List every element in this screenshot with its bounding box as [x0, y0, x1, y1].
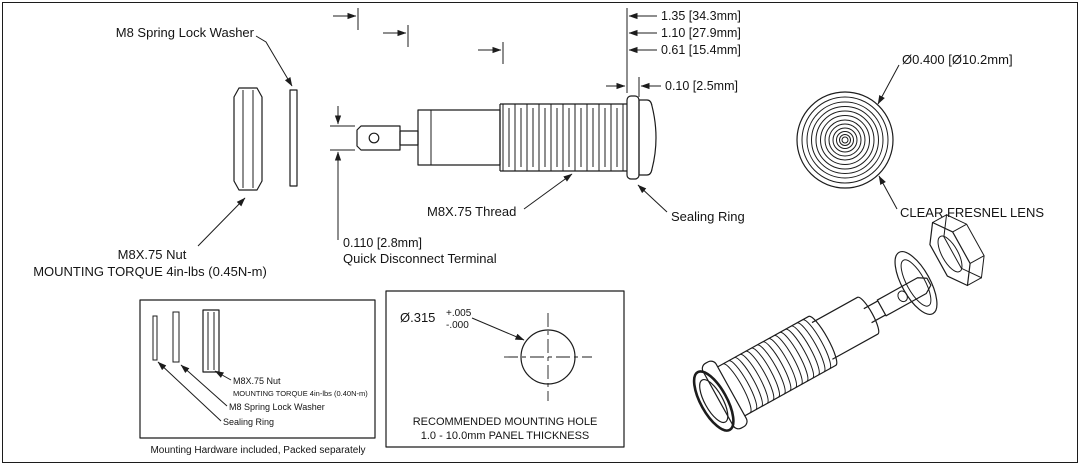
- lens-head-dome: [638, 99, 657, 176]
- indicator-body: [417, 109, 501, 166]
- washer-leader-line: [255, 35, 293, 87]
- lens-ring: [806, 101, 884, 179]
- hex-nut-facets: [242, 90, 254, 188]
- isometric-nut: [929, 214, 985, 287]
- nut-leader-line: [197, 197, 246, 247]
- lens-ring: [832, 127, 858, 153]
- lens-diameter-leader: [877, 64, 900, 105]
- terminal-hole: [368, 132, 380, 144]
- iso-neck: [863, 300, 886, 324]
- dim-thread-text: 0.61 [15.4mm]: [661, 43, 741, 57]
- sealing-ring: [626, 95, 640, 180]
- extension-lines: [357, 8, 640, 97]
- inset-torque-label: MOUNTING TORQUE 4in-lbs (0.40N-m): [233, 389, 368, 398]
- hex-nut: [233, 87, 263, 191]
- sealing-ring-leader-line: [637, 184, 668, 213]
- inset-hex-nut: [202, 309, 220, 373]
- lens-diameter-text: Ø0.400 [Ø10.2mm]: [902, 52, 1013, 67]
- terminal-extension-lines: [330, 125, 355, 151]
- hole-tolerance-minus: -.000: [446, 320, 469, 331]
- lens-ring: [801, 96, 889, 184]
- thread-label: M8X.75 Thread: [427, 204, 516, 219]
- isometric-view: [692, 214, 985, 432]
- indicator-side-view: [356, 95, 657, 180]
- thread-section: [499, 103, 627, 172]
- lens-ring: [841, 136, 849, 144]
- iso-lens-face: [692, 370, 735, 432]
- hardware-inset: M8X.75 Nut MOUNTING TORQUE 4in-lbs (0.40…: [139, 299, 376, 456]
- hole-diameter-text: Ø.315: [400, 310, 435, 325]
- mounting-hole-view: Ø.315 +.005 -.000 RECOMMENDED MOUNTING H…: [385, 290, 625, 448]
- inset-washer-label: M8 Spring Lock Washer: [229, 402, 325, 412]
- spring-lock-washer: [289, 89, 298, 187]
- lens-ring: [815, 110, 875, 170]
- terminal-label: Quick Disconnect Terminal: [343, 251, 497, 266]
- lens-ring: [836, 131, 854, 149]
- lens-ring: [828, 123, 862, 157]
- isometric-indicator: [692, 277, 932, 432]
- lens-ring: [820, 115, 870, 165]
- fresnel-leader: [878, 175, 898, 210]
- inset-sealing-label: Sealing Ring: [223, 417, 274, 427]
- inset-washer-leader: [180, 364, 228, 407]
- lens-outer-circle: [796, 91, 894, 189]
- inset-caption: Mounting Hardware included, Packed separ…: [150, 445, 365, 456]
- iso-rear-body: [811, 296, 880, 360]
- mounting-torque-label: MOUNTING TORQUE 4in-lbs (0.45N-m): [33, 264, 267, 279]
- side-view-dimensions: 1.35 [34.3mm] 1.10 [27.9mm] 0.61 [15.4mm…: [330, 8, 745, 266]
- inset-nut-label: M8X.75 Nut: [233, 376, 281, 386]
- iso-nut-hole: [937, 235, 963, 273]
- sealing-ring-label: Sealing Ring: [671, 209, 745, 224]
- hole-tolerance-plus: +.005: [446, 308, 472, 319]
- dim-flange-text: 0.10 [2.5mm]: [665, 79, 738, 93]
- terminal-blade: [356, 125, 401, 151]
- terminal-neck: [399, 130, 419, 146]
- lens-ring: [824, 119, 866, 161]
- fresnel-lens-label: CLEAR FRESNEL LENS: [900, 205, 1044, 220]
- lens-ring: [839, 134, 851, 146]
- dim-terminal-text: 0.110 [2.8mm]: [343, 236, 422, 250]
- mounting-hole-subtitle: 1.0 - 10.0mm PANEL THICKNESS: [421, 430, 590, 442]
- lens-front-view: Ø0.400 [Ø10.2mm] CLEAR FRESNEL LENS: [796, 52, 1044, 220]
- iso-washer-inner: [900, 259, 932, 307]
- spring-lock-washer-label: M8 Spring Lock Washer: [116, 25, 255, 40]
- thread-leader-line: [523, 173, 573, 210]
- inset-spring-washer: [172, 311, 180, 363]
- dim-body-text: 1.10 [27.9mm]: [661, 26, 741, 40]
- nut-label: M8X.75 Nut: [118, 247, 187, 262]
- hole-diameter-leader: [471, 317, 525, 341]
- iso-nut-edges: [932, 214, 985, 286]
- lens-ring: [811, 106, 879, 174]
- iso-flange: [701, 360, 748, 430]
- inset-nut-facets: [207, 312, 215, 370]
- iso-lens-inner: [699, 378, 729, 424]
- inset-sealing-leader: [157, 361, 222, 422]
- mounting-hole-title: RECOMMENDED MOUNTING HOLE: [413, 416, 598, 428]
- iso-washer-outer: [894, 251, 938, 315]
- loose-hardware-side-view: M8 Spring Lock Washer M8X.75 Nut MOUNTIN…: [33, 25, 298, 279]
- iso-terminal-blade: [876, 277, 932, 317]
- inset-sealing-ring: [152, 315, 158, 361]
- dim-overall-text: 1.35 [34.3mm]: [661, 9, 741, 23]
- inset-nut-leader: [214, 370, 232, 381]
- hardware-inset-box: [139, 299, 376, 439]
- mounting-hole-box: [385, 290, 625, 448]
- isometric-washer: [894, 251, 938, 315]
- iso-thread-lines: [722, 319, 832, 414]
